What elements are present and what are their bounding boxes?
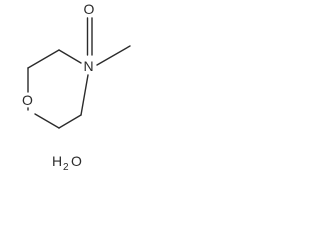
bond-c-c-lower xyxy=(34,113,60,129)
bond-n-methyl xyxy=(96,45,131,66)
atom-ring-oxygen: O xyxy=(22,92,33,108)
atom-oxide-oxygen: O xyxy=(84,1,95,17)
water-subscript: 2 xyxy=(63,162,69,173)
bond-n-c-upper-right xyxy=(58,49,82,64)
atom-nitrogen: N xyxy=(84,58,94,74)
chemical-structure: O N O H 2 O xyxy=(22,1,131,173)
bond-c-c-upper xyxy=(27,49,60,69)
bond-n-lower-stub xyxy=(80,74,89,116)
water-oxygen: O xyxy=(71,153,82,169)
water-hydrogen: H xyxy=(52,153,62,169)
bond-c-n-lower xyxy=(58,114,82,129)
